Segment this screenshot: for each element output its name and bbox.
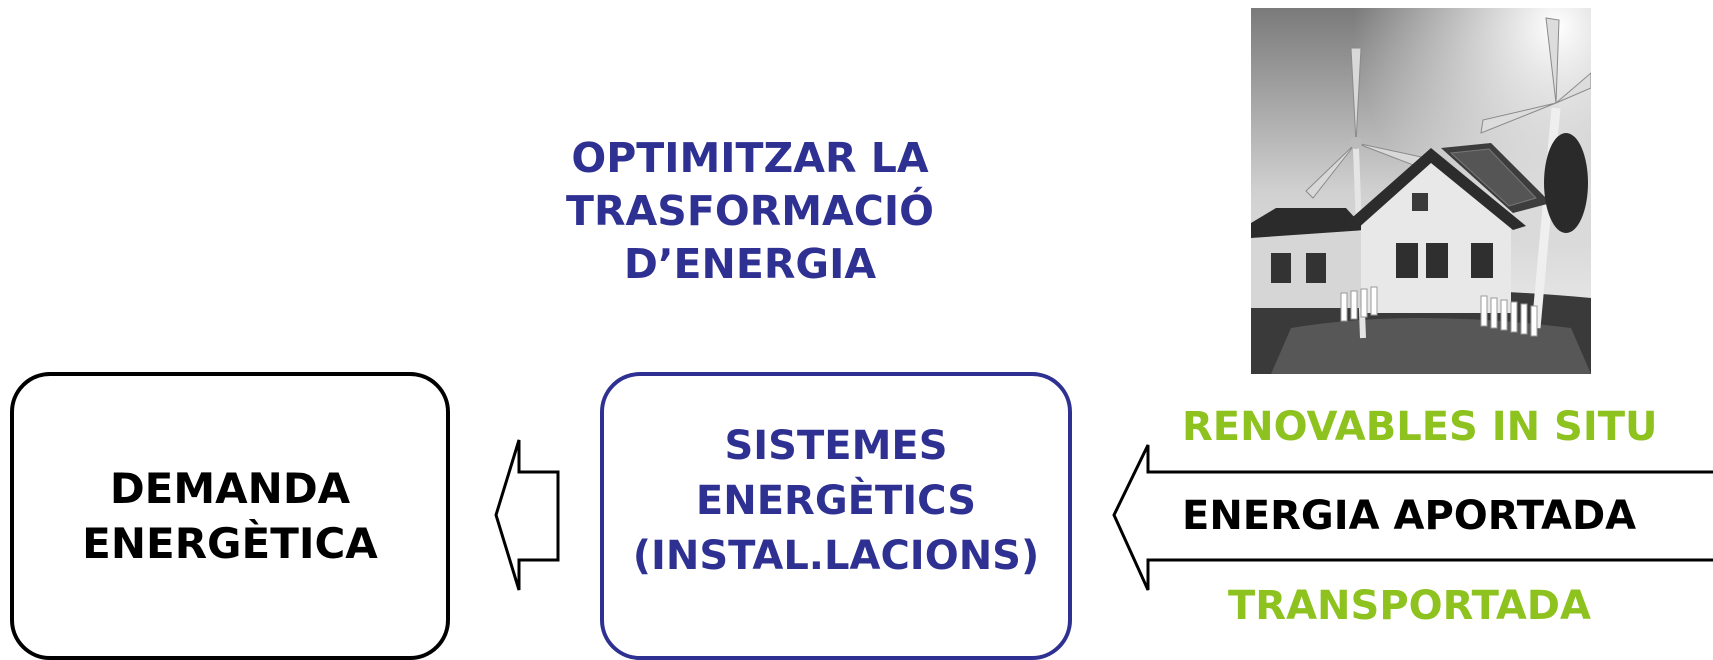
small-left-arrow — [494, 439, 560, 591]
renewables-in-situ-label: RENOVABLES IN SITU — [1182, 404, 1658, 450]
diagram-title: OPTIMITZAR LA TRASFORMACIÓ D’ENERGIA — [560, 132, 940, 291]
supplied-energy-label: ENERGIA APORTADA — [1182, 493, 1637, 539]
title-line-2: TRASFORMACIÓ — [566, 187, 934, 235]
incoming-energy-arrow — [1112, 444, 1713, 591]
transported-label: TRANSPORTADA — [1228, 583, 1591, 629]
title-line-1: OPTIMITZAR LA — [571, 134, 929, 182]
demand-line-2: ENERGÈTICA — [82, 519, 378, 568]
systems-line-2: ENERGÈTICS — [695, 477, 977, 524]
house-wind-turbine-illustration — [1251, 8, 1591, 374]
systems-line-1: SISTEMES — [724, 422, 948, 469]
systems-line-3: (INSTAL.LACIONS) — [632, 532, 1040, 579]
energy-systems-box: SISTEMES ENERGÈTICS (INSTAL.LACIONS) — [600, 372, 1072, 660]
demand-line-1: DEMANDA — [109, 464, 351, 513]
energy-demand-box: DEMANDA ENERGÈTICA — [10, 372, 450, 660]
title-line-3: D’ENERGIA — [623, 240, 877, 288]
